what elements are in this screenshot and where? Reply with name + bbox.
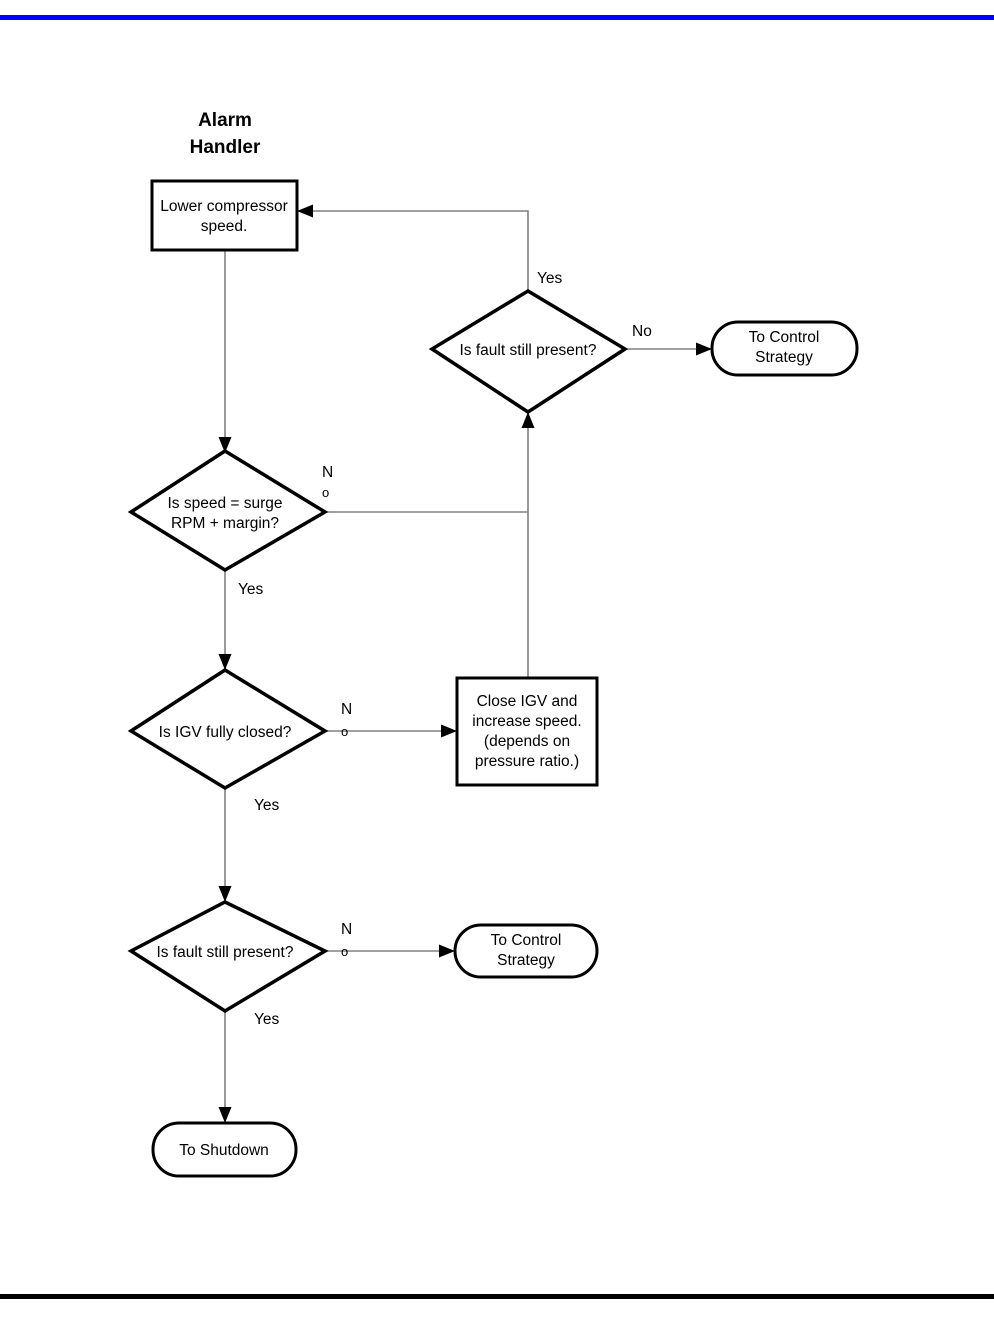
bottom-rule-divider <box>0 1294 994 1299</box>
node-speed-equals-surge[interactable]: Is speed = surge RPM + margin? <box>127 448 329 573</box>
edge-label-surge-no-line2: o <box>322 485 329 500</box>
edge-label-faultbottom-no-line1: N <box>341 921 352 938</box>
edge-label-faulttop-yes: Yes <box>537 270 563 287</box>
node-to-shutdown[interactable]: To Shutdown <box>151 1121 298 1178</box>
speed-surge-label-line2: RPM + margin? <box>171 515 279 532</box>
diagram-title-line2: Handler <box>190 137 261 158</box>
top-rule-divider <box>0 15 994 20</box>
fault-bottom-label: Is fault still present? <box>157 944 294 961</box>
lower-speed-label-line2: speed. <box>201 218 248 235</box>
edge-label-igv-no-line2: o <box>341 724 348 739</box>
to-control-strategy-bottom-line2: Strategy <box>497 952 555 969</box>
fault-top-label: Is fault still present? <box>460 342 597 359</box>
node-lower-compressor-speed[interactable]: Lower compressor speed. <box>150 179 299 252</box>
edge-label-surge-no-line1: N <box>322 464 333 481</box>
lower-speed-box-shape <box>150 179 299 252</box>
connector-faulttop-yes-feedback <box>306 210 529 291</box>
node-fault-still-present-bottom[interactable]: Is fault still present? <box>127 900 329 1014</box>
node-close-igv-increase-speed[interactable]: Close IGV and increase speed. (depends o… <box>455 676 599 787</box>
arrowhead-down-to-igv <box>218 654 232 670</box>
to-shutdown-shape <box>151 1121 298 1178</box>
arrowhead-left-to-lowerspeed <box>297 204 313 218</box>
node-igv-fully-closed[interactable]: Is IGV fully closed? <box>127 667 329 791</box>
close-igv-label-line2: increase speed. <box>472 713 581 730</box>
arrowhead-down-to-faultbottom <box>218 886 232 902</box>
fault-bottom-diamond-shape <box>127 900 329 1014</box>
edge-label-faultbottom-no-line2: o <box>341 944 348 959</box>
close-igv-label-line4: pressure ratio.) <box>475 753 579 770</box>
close-igv-label-line1: Close IGV and <box>477 693 578 710</box>
diagram-title-line1: Alarm <box>198 110 252 131</box>
diagram-title: Alarm Handler <box>190 110 261 158</box>
node-fault-still-present-top[interactable]: Is fault still present? <box>428 288 629 415</box>
speed-surge-diamond-shape <box>127 448 329 573</box>
to-control-strategy-top-shape <box>710 320 859 377</box>
fault-top-diamond-shape <box>428 288 629 415</box>
to-control-strategy-top-line1: To Control <box>749 329 820 346</box>
edge-label-igv-no-line1: N <box>341 701 352 718</box>
node-to-control-strategy-top[interactable]: To Control Strategy <box>710 320 859 377</box>
edge-label-faultbottom-yes: Yes <box>254 1011 280 1028</box>
close-igv-label-line3: (depends on <box>484 733 570 750</box>
edge-label-layer: Yes No N o Yes N o Yes N o Yes <box>238 270 652 1028</box>
edge-label-faulttop-no: No <box>632 323 652 340</box>
arrowhead-up-to-faulttop <box>521 412 535 428</box>
lower-speed-label-line1: Lower compressor <box>160 198 288 215</box>
igv-label: Is IGV fully closed? <box>159 724 292 741</box>
to-shutdown-label: To Shutdown <box>179 1142 269 1159</box>
to-control-strategy-bottom-line1: To Control <box>491 932 562 949</box>
edge-label-surge-yes: Yes <box>238 581 264 598</box>
arrowhead-right-to-closeigv <box>441 724 457 738</box>
node-to-control-strategy-bottom[interactable]: To Control Strategy <box>453 923 599 979</box>
igv-diamond-shape <box>127 667 329 791</box>
speed-surge-label-line1: Is speed = surge <box>167 495 282 512</box>
connector-layer <box>218 204 712 1123</box>
to-control-strategy-bottom-shape <box>453 923 599 979</box>
to-control-strategy-top-line2: Strategy <box>755 349 813 366</box>
edge-label-igv-yes: Yes <box>254 797 280 814</box>
arrowhead-down-to-surge <box>218 437 232 453</box>
arrowhead-right-to-control-bottom <box>439 944 455 958</box>
arrowhead-down-to-shutdown <box>218 1107 232 1123</box>
close-igv-box-shape <box>455 676 599 787</box>
arrowhead-right-to-control-top <box>696 342 712 356</box>
